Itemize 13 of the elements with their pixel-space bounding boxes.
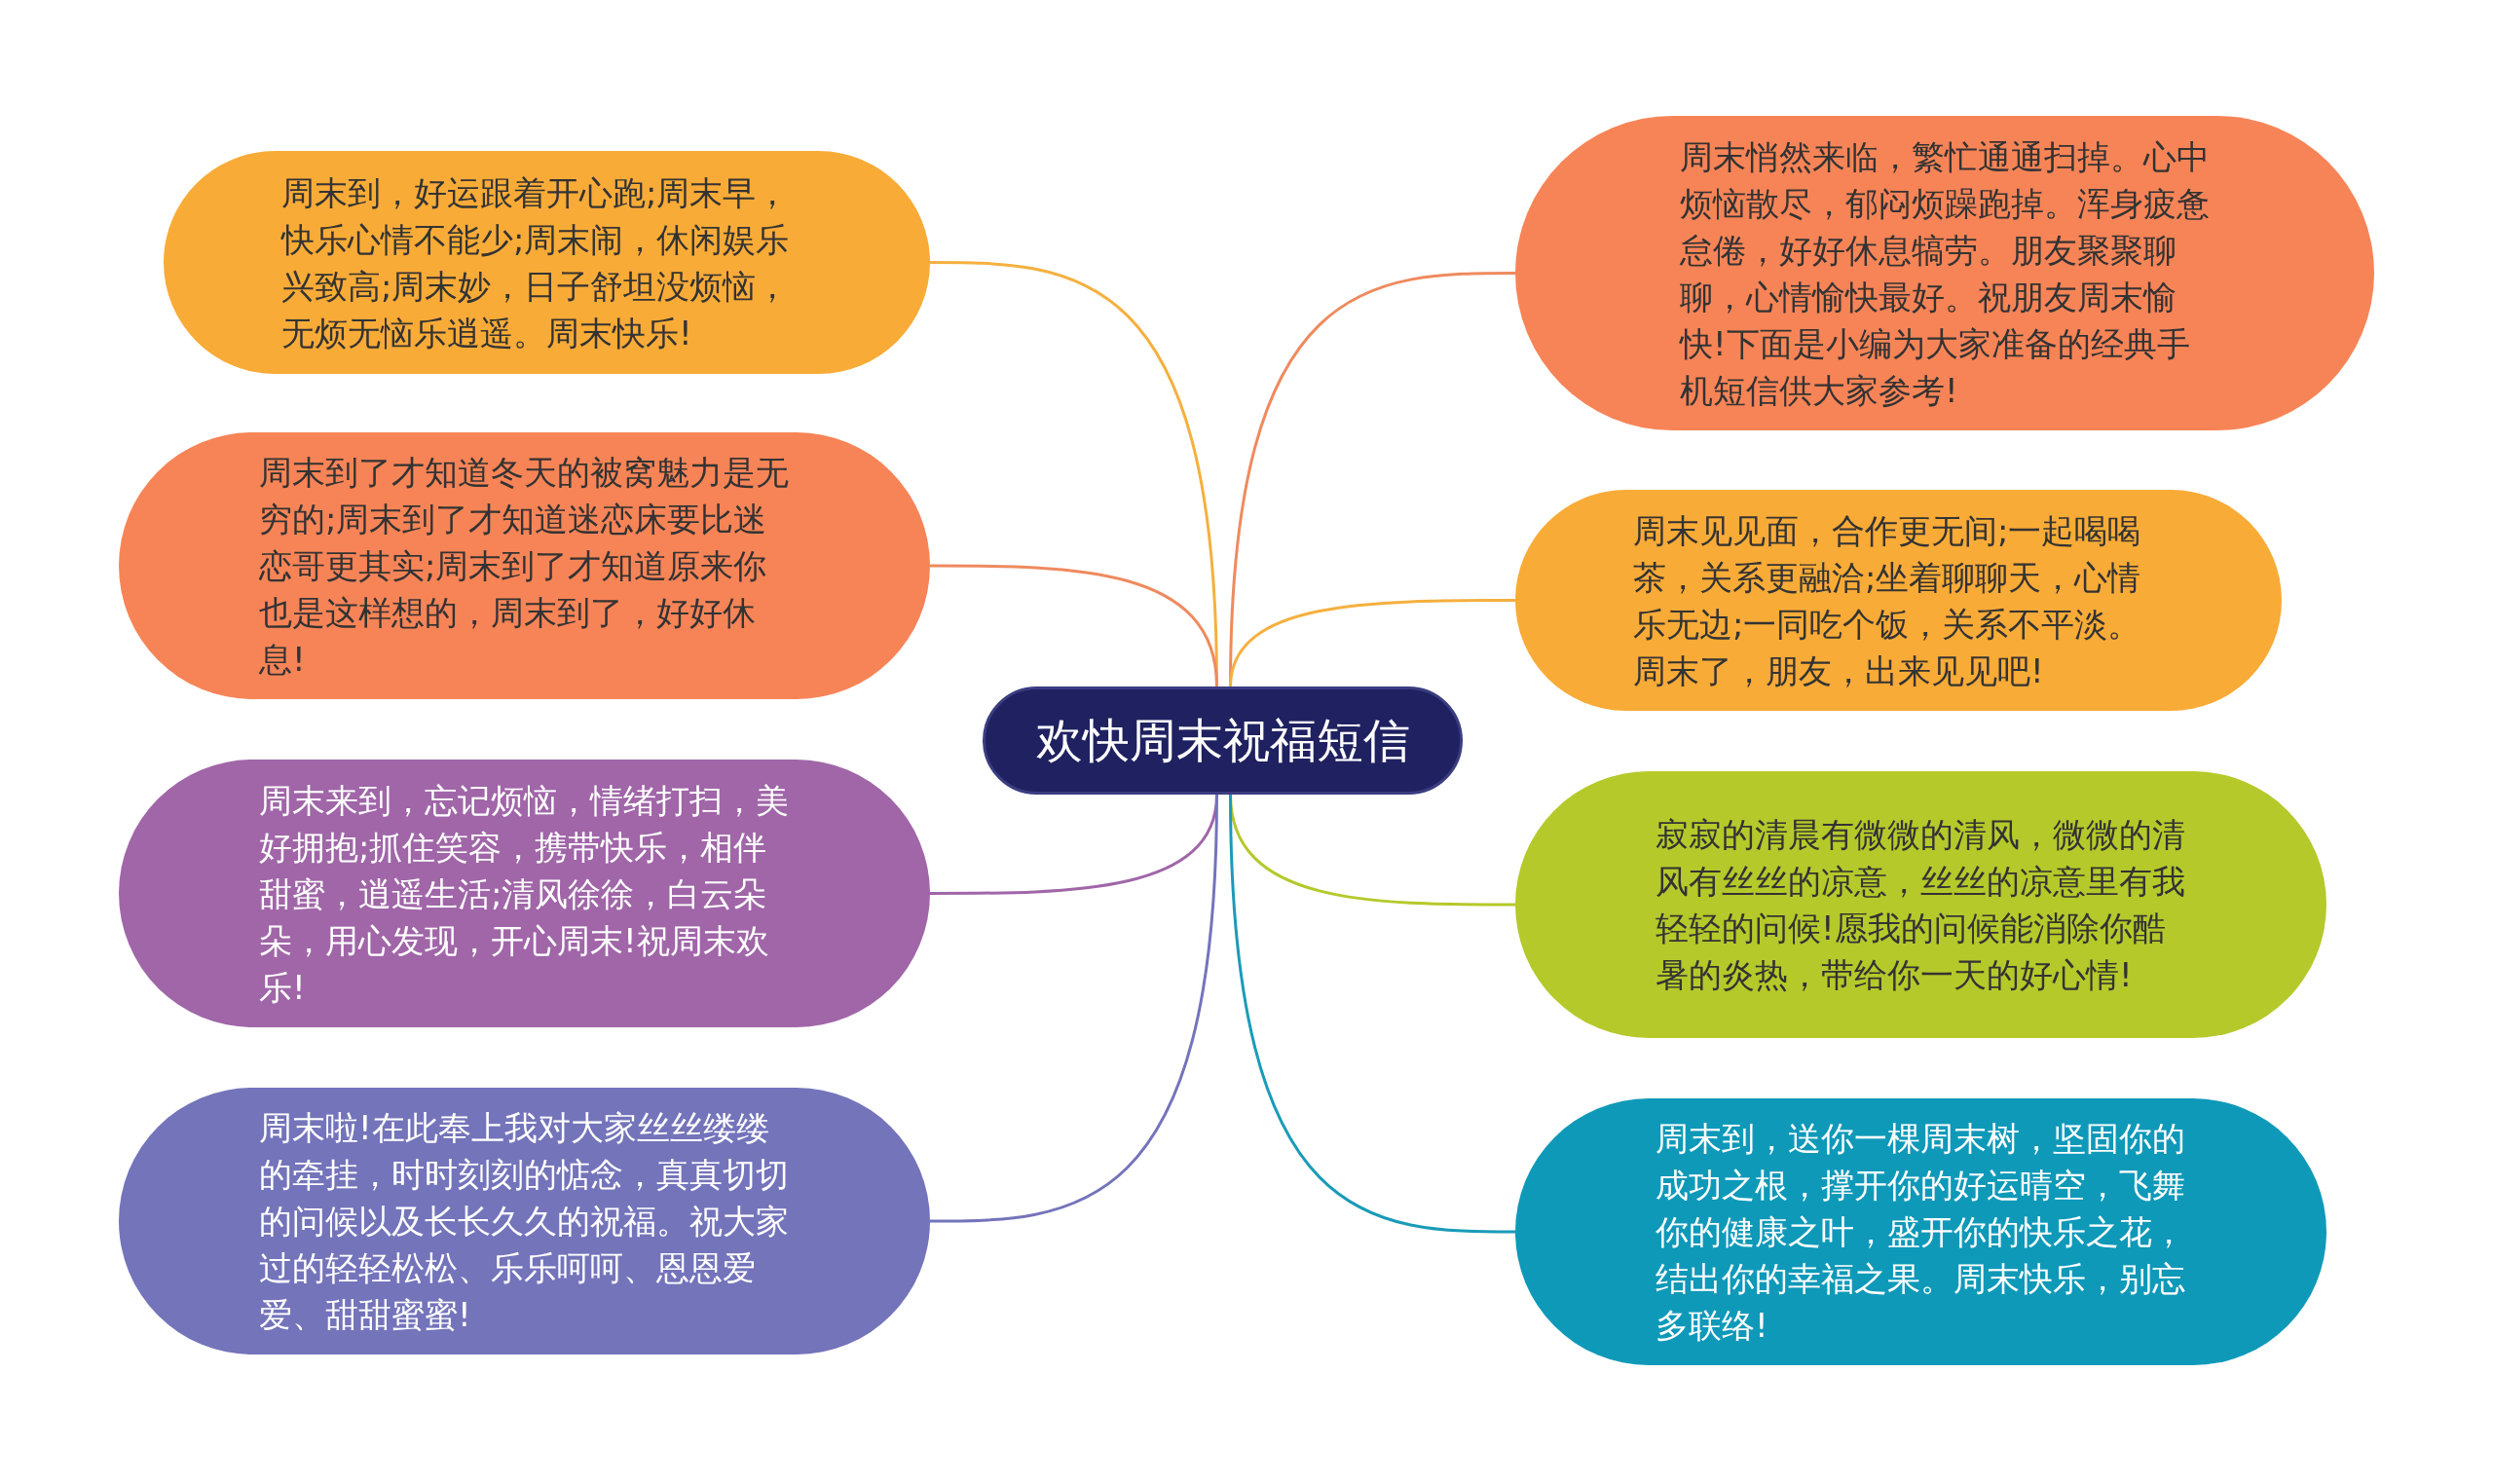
message-bubble: 周末悄然来临，繁忙通通扫掉。心中烦恼散尽，郁闷烦躁跑掉。浑身疲惫怠倦，好好休息犒劳。朋友聚聚聊聊，心情愉快最好。祝朋友周末愉快!下面是小编为大家准备的经典手机短信供大家参考! xyxy=(1515,116,2374,430)
connector-line xyxy=(930,794,1218,1223)
connector-line xyxy=(1229,599,1515,687)
message-bubble: 周末到，送你一棵周末树，坚固你的成功之根，撑开你的好运晴空，飞舞你的健康之叶，盛开你的快乐之花，结出你的幸福之果。周末快乐，别忘多联络! xyxy=(1515,1098,2326,1365)
connector-line xyxy=(930,564,1218,687)
message-bubble: 周末来到，忘记烦恼，情绪打扫，美好拥抱;抓住笑容，携带快乐，相伴甜蜜，逍遥生活;清风徐徐，白云朵朵，用心发现，开心周末!祝周末欢乐! xyxy=(119,760,930,1027)
message-bubble: 周末啦!在此奉上我对大家丝丝缕缕的牵挂，时时刻刻的惦念，真真切切的问候以及长长久久的祝福。祝大家过的轻轻松松、乐乐呵呵、恩恩爱爱、甜甜蜜蜜! xyxy=(119,1088,930,1354)
message-bubble: 周末见见面，合作更无间;一起喝喝茶，关系更融洽;坐着聊聊天，心情乐无边;一同吃个饭，关系不平淡。周末了，朋友，出来见见吧! xyxy=(1515,490,2282,711)
connector-line xyxy=(1229,794,1515,1234)
message-bubble: 周末到了才知道冬天的被窝魅力是无穷的;周末到了才知道迷恋床要比迷恋哥更其实;周末到了才知道原来你也是这样想的，周末到了，好好休息! xyxy=(119,432,930,699)
message-bubble: 周末到，好运跟着开心跑;周末早，快乐心情不能少;周末闹，休闲娱乐兴致高;周末妙，日子舒坦没烦恼，无烦无恼乐逍遥。周末快乐! xyxy=(164,151,930,374)
central-topic: 欢快周末祝福短信 xyxy=(983,686,1463,795)
message-bubble: 寂寂的清晨有微微的清风，微微的清风有丝丝的凉意，丝丝的凉意里有我轻轻的问候!愿我的问候能消除你酷暑的炎热，带给你一天的好心情! xyxy=(1515,771,2326,1038)
